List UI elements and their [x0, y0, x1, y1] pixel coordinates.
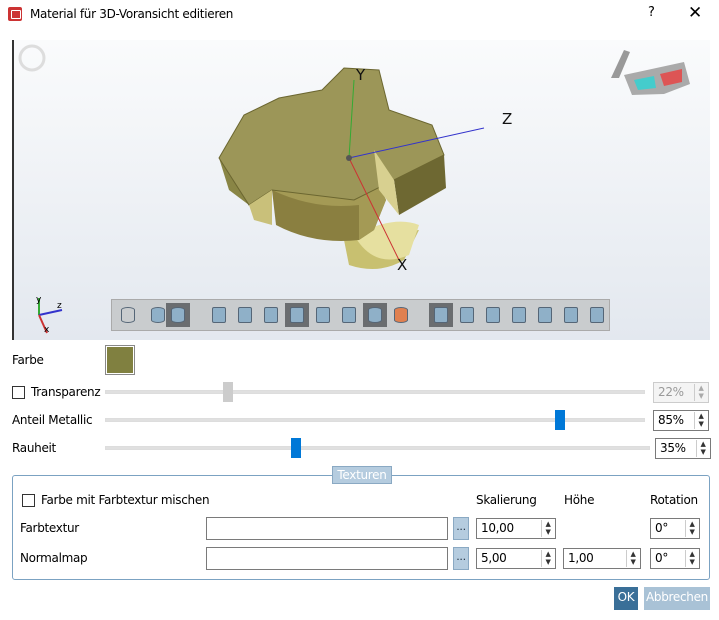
rotation-header: Rotation — [650, 493, 698, 507]
mix-texture-checkbox[interactable] — [22, 494, 35, 507]
normalmap-height-spinbox[interactable]: 1,00▲▼ — [563, 548, 641, 569]
box-icon[interactable] — [389, 303, 413, 327]
svg-text:x: x — [44, 325, 50, 335]
axes — [346, 79, 485, 261]
3d-glasses-icon[interactable] — [611, 50, 690, 95]
transparency-slider-thumb[interactable] — [223, 382, 234, 402]
color-texture-file-input[interactable] — [206, 517, 448, 540]
view-iso-4-icon[interactable] — [507, 303, 531, 327]
height-header: Höhe — [564, 493, 595, 507]
metallic-label: Anteil Metallic — [12, 413, 93, 427]
svg-text:z: z — [57, 301, 62, 311]
view-iso-5-icon[interactable] — [533, 303, 557, 327]
color-texture-label: Farbtextur — [20, 521, 79, 535]
svg-text:y: y — [36, 295, 42, 305]
window-title: Material für 3D-Voransicht editieren — [30, 7, 234, 21]
transparency-label: Transparenz — [31, 385, 101, 399]
3d-preview-viewport[interactable]: Y Z X y z x — [12, 40, 710, 340]
help-button[interactable]: ? — [648, 5, 655, 20]
normalmap-rotation-spinbox[interactable]: 0°▲▼ — [650, 548, 700, 569]
rotate-icon[interactable] — [259, 303, 283, 327]
roughness-label: Rauheit — [12, 441, 56, 455]
normalmap-browse-button[interactable]: ... — [453, 547, 469, 570]
zoom-icon[interactable] — [207, 303, 231, 327]
view-iso-2-icon[interactable] — [455, 303, 479, 327]
metallic-spinbox[interactable]: 85%▲▼ — [653, 410, 709, 431]
grid-icon[interactable] — [311, 303, 335, 327]
orientation-triad-icon: y z x — [36, 295, 62, 335]
title-bar: Material für 3D-Voransicht editieren ? ✕ — [0, 0, 719, 30]
cut-color-icon[interactable] — [363, 303, 387, 327]
roughness-slider[interactable] — [105, 446, 650, 450]
app-icon — [8, 7, 22, 21]
color-texture-rotation-spinbox[interactable]: 0°▲▼ — [650, 518, 700, 539]
zoom-window-icon[interactable] — [233, 303, 257, 327]
view-iso-6-icon[interactable] — [559, 303, 583, 327]
3d-model — [218, 67, 446, 269]
normalmap-file-input[interactable] — [206, 547, 448, 570]
wireframe-icon[interactable] — [116, 303, 140, 327]
normalmap-label: Normalmap — [20, 551, 88, 565]
transparency-spinbox[interactable]: 22%▲▼ — [653, 382, 709, 403]
normalmap-scale-spinbox[interactable]: 5,00▲▼ — [476, 548, 556, 569]
rotate-reset-icon[interactable] — [18, 44, 46, 72]
transparency-slider[interactable] — [105, 390, 645, 394]
color-swatch-button[interactable] — [105, 345, 135, 375]
view-iso-1-icon[interactable] — [429, 303, 453, 327]
section-icon[interactable] — [337, 303, 361, 327]
measure-icon[interactable] — [285, 303, 309, 327]
axis-label-y: Y — [355, 66, 366, 84]
color-label: Farbe — [12, 353, 44, 367]
axis-label-z: Z — [502, 110, 512, 128]
roughness-spinbox[interactable]: 35%▲▼ — [655, 438, 711, 459]
scale-header: Skalierung — [476, 493, 537, 507]
textures-group-title: Texturen — [332, 466, 392, 484]
view-iso-7-icon[interactable] — [585, 303, 609, 327]
transparency-checkbox[interactable] — [12, 386, 25, 399]
color-texture-browse-button[interactable]: ... — [453, 517, 469, 540]
mix-texture-label: Farbe mit Farbtextur mischen — [41, 493, 210, 507]
shaded-edges-icon[interactable] — [166, 303, 190, 327]
ok-button[interactable]: OK — [614, 587, 638, 610]
axis-label-x: X — [397, 256, 407, 274]
shaded-icon[interactable] — [146, 303, 170, 327]
metallic-slider[interactable] — [105, 418, 645, 422]
roughness-slider-thumb[interactable] — [290, 438, 301, 458]
close-button[interactable]: ✕ — [688, 3, 702, 23]
cancel-button[interactable]: Abbrechen — [644, 587, 710, 610]
metallic-slider-thumb[interactable] — [554, 410, 565, 430]
color-texture-scale-spinbox[interactable]: 10,00▲▼ — [476, 518, 556, 539]
view-toolbar — [111, 299, 610, 331]
view-iso-3-icon[interactable] — [481, 303, 505, 327]
